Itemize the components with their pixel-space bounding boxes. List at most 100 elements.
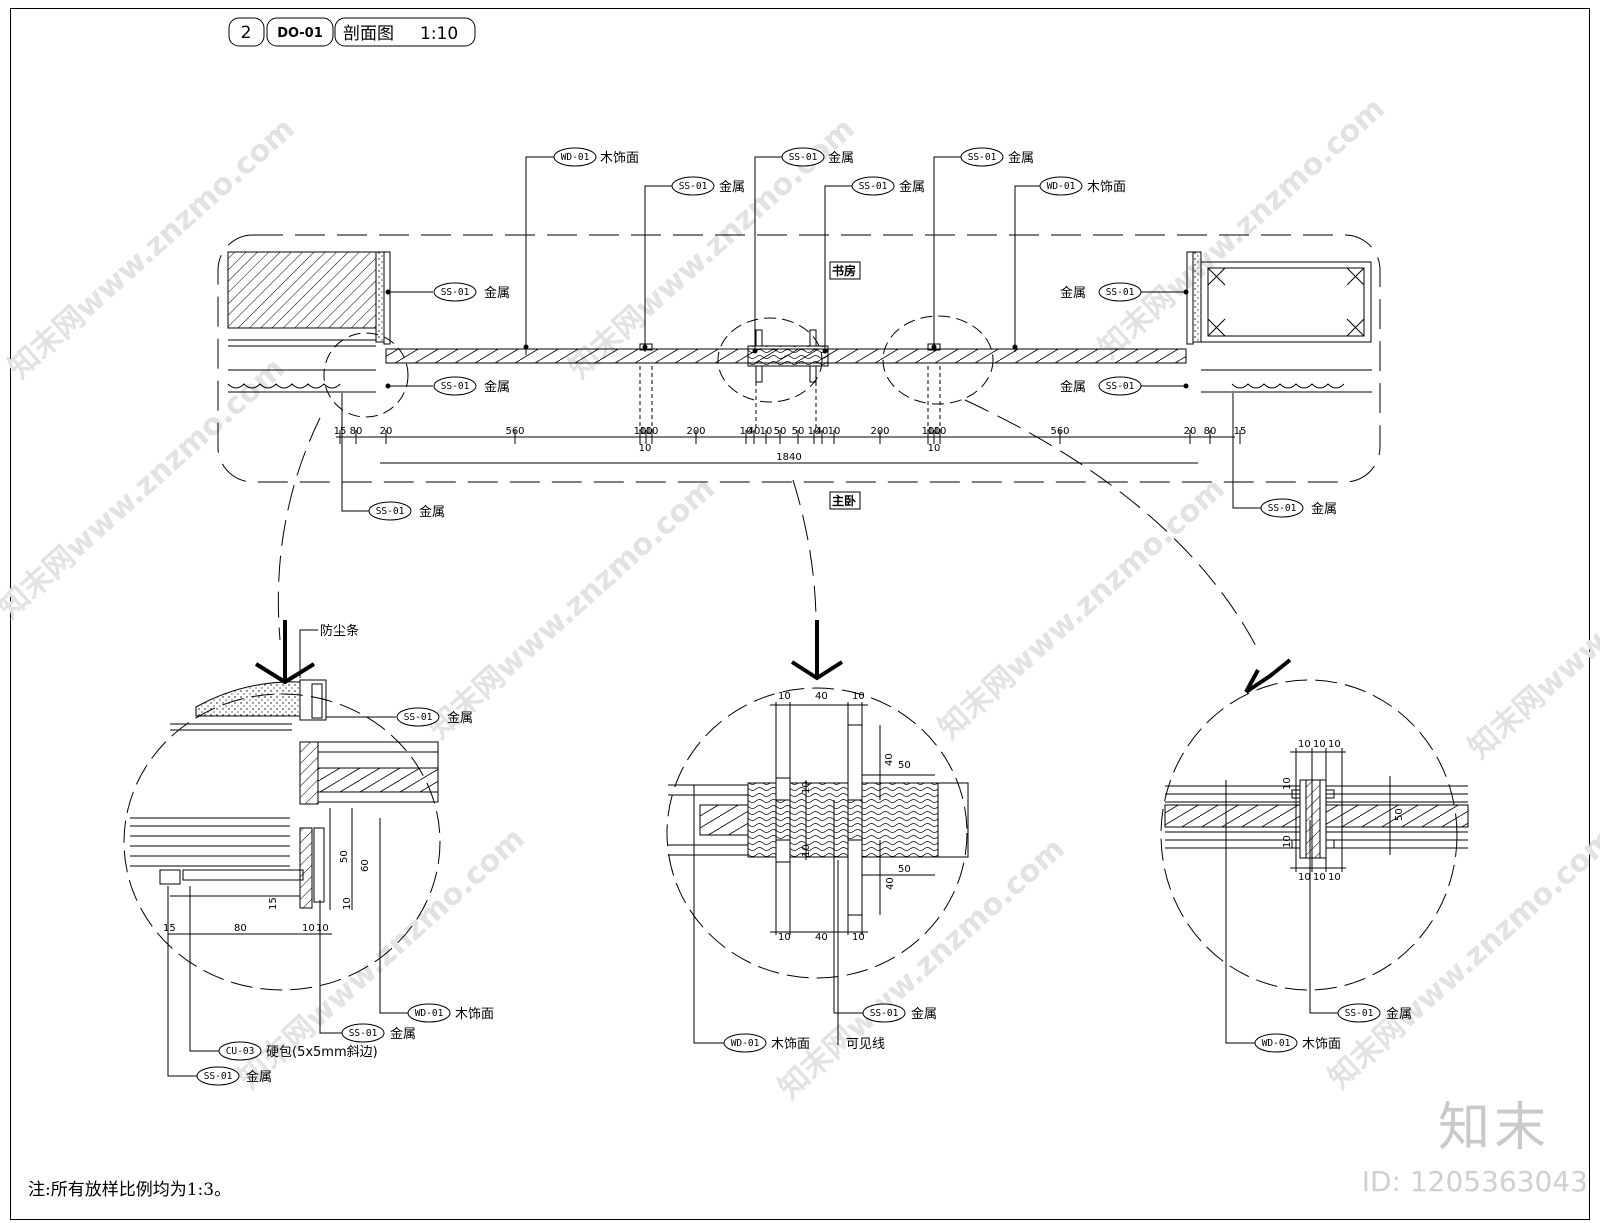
tag-ss01: SS-01: [1345, 1008, 1374, 1019]
dim-a-h80: 80: [234, 923, 247, 934]
dim-b: 40: [884, 753, 895, 766]
label-metal: 金属: [390, 1026, 416, 1042]
detail-circles: [323, 315, 994, 418]
tag-wd01: WD-01: [1047, 181, 1076, 192]
door-leaves: [385, 329, 1187, 430]
detail-a-labels: 防尘条 SS-01 金属 50 60 15 10 15 80 10 10 WD-…: [163, 623, 494, 1086]
dim-b: 40: [885, 877, 896, 890]
tag-wd01: WD-01: [731, 1038, 760, 1049]
dim-a-h10: 10: [316, 923, 329, 934]
detail-c-labels: 10 10 10 10 10 50 10 10 10 WD-01 木饰面 SS-…: [1225, 739, 1412, 1053]
label-metal: 金属: [1008, 150, 1034, 166]
main-dimensions: [336, 436, 1235, 464]
title-block: 2 DO-01 剖面图 1:10: [228, 17, 476, 47]
dim-b: 50: [898, 760, 911, 771]
dim-b: 10: [778, 691, 791, 702]
tag-ss01: SS-01: [1106, 381, 1135, 392]
tag-ss01: SS-01: [1106, 287, 1135, 298]
tag-ss01: SS-01: [441, 381, 470, 392]
dim-b: 40: [815, 691, 828, 702]
dim-c: 10: [1282, 777, 1293, 790]
watermark: 知末网www.znzmo.com: [932, 471, 1232, 746]
dim-below: 10: [928, 443, 941, 454]
room-label-study: 书房: [832, 263, 856, 278]
callout-tags: WD-01 木饰面 SS-01 金属 SS-01 金属 SS-01 金属 SS-…: [368, 147, 1337, 521]
watermark: 知末网www.znzmo.com: [1322, 821, 1600, 1096]
detail-c: [1160, 679, 1469, 991]
label-dust-strip: 防尘条: [320, 623, 359, 639]
title-text: 剖面图: [343, 24, 394, 44]
dim-a-h15: 15: [163, 923, 176, 934]
image-id: ID: 1205363043: [1361, 1165, 1588, 1198]
label-wood: 木饰面: [771, 1037, 810, 1052]
detail-b: [666, 687, 969, 979]
dim-c: 10: [1313, 739, 1326, 750]
label-metal: 金属: [484, 285, 510, 301]
title-scale: 1:10: [420, 24, 458, 44]
label-wood: 木饰面: [455, 1007, 494, 1022]
dim-c: 10: [1282, 835, 1293, 848]
dim-c: 10: [1328, 872, 1341, 883]
dim-a-60: 60: [360, 859, 371, 872]
label-metal: 金属: [719, 179, 745, 195]
watermark: 知末网www.znzmo.com: [2, 111, 302, 386]
label-metal: 金属: [828, 150, 854, 166]
label-hard-pack: 硬包(5x5mm斜边): [266, 1045, 378, 1060]
label-wood: 木饰面: [1087, 180, 1126, 195]
main-callout-dots: [385, 289, 1189, 389]
detail-a: [123, 679, 441, 991]
label-wood: 木饰面: [600, 151, 639, 166]
label-visible-line: 可见线: [846, 1037, 885, 1052]
dim-a-50: 50: [339, 850, 350, 863]
tag-wd01: WD-01: [561, 152, 590, 163]
watermark-layer: 知末网www.znzmo.com 知末网www.znzmo.com 知末网www…: [0, 91, 1600, 1106]
dim-c: 10: [1298, 872, 1311, 883]
dim-b: 10: [852, 932, 865, 943]
dim-b: 10: [801, 781, 812, 794]
watermark: 知末网www.znzmo.com: [422, 471, 722, 746]
label-metal: 金属: [419, 504, 445, 520]
dim-c: 10: [1328, 739, 1341, 750]
drawing-frame: [10, 8, 1590, 1220]
scale-note: 注:所有放样比例均为1:3。: [28, 1180, 232, 1200]
tag-wd01: WD-01: [1262, 1038, 1291, 1049]
label-metal: 金属: [1060, 285, 1086, 301]
label-metal: 金属: [1311, 501, 1337, 517]
watermark: 知末网www.znzmo.com: [772, 831, 1072, 1106]
brand-mark: 知末: [1437, 1098, 1550, 1158]
watermark: 知末网www.znzmo.com: [1462, 491, 1600, 766]
detail-connectors: [277, 399, 1259, 651]
label-metal: 金属: [1386, 1006, 1412, 1022]
tag-wd01: WD-01: [415, 1008, 444, 1019]
label-metal: 金属: [899, 179, 925, 195]
tag-ss01: SS-01: [204, 1071, 233, 1082]
label-metal: 金属: [484, 379, 510, 395]
dim-b: 10: [801, 844, 812, 857]
tag-ss01: SS-01: [349, 1028, 378, 1039]
tag-ss01: SS-01: [1268, 503, 1297, 514]
room-label-bedroom: 主卧: [832, 493, 856, 508]
right-wall: [1186, 251, 1372, 393]
label-wood: 木饰面: [1302, 1037, 1341, 1052]
tag-ss01: SS-01: [789, 152, 818, 163]
dim-below: 10: [639, 443, 652, 454]
tag-ss01: SS-01: [968, 152, 997, 163]
dim-c: 50: [1394, 808, 1405, 821]
tag-ss01: SS-01: [404, 712, 433, 723]
dim-b: 50: [898, 864, 911, 875]
dim-a-15: 15: [268, 897, 279, 910]
label-metal: 金属: [246, 1069, 272, 1085]
tag-ss01: SS-01: [870, 1008, 899, 1019]
view-arrows: [254, 620, 1292, 694]
tag-ss01: SS-01: [859, 181, 888, 192]
tag-ss01: SS-01: [441, 287, 470, 298]
title-code: DO-01: [277, 26, 323, 41]
dim-b: 40: [815, 932, 828, 943]
label-metal: 金属: [1060, 379, 1086, 395]
dim-total: 1840: [776, 452, 801, 463]
dim-a-h10: 10: [302, 923, 315, 934]
section-envelope: [217, 234, 1381, 483]
tag-ss01: SS-01: [679, 181, 708, 192]
